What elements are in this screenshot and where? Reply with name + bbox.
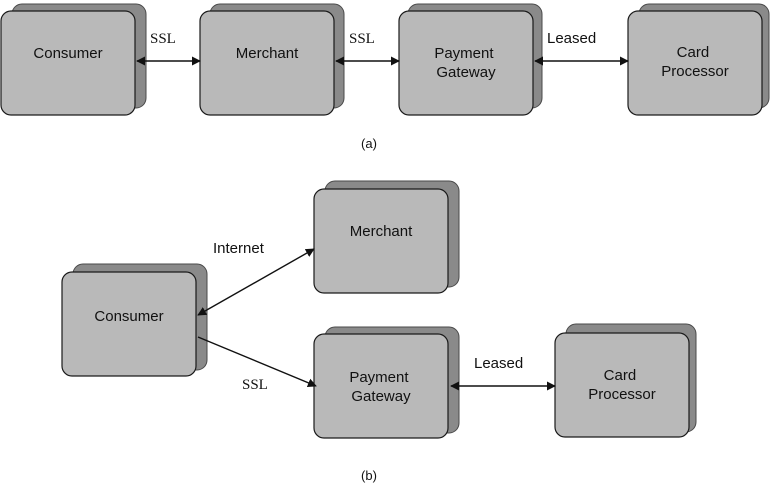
node-b-merchant: Merchant [313,180,460,294]
node-a-processor-label: Card Processor [661,44,729,80]
link-b-consumer-gateway-label: SSL [242,377,268,393]
node-a-consumer-label: Consumer [33,45,102,62]
node-b-processor-label: Card Processor [588,367,656,403]
node-a-processor: Card Processor [627,3,770,116]
node-b-consumer: Consumer [61,263,208,377]
node-a-merchant: Merchant [199,3,345,116]
link-b-gateway-processor-label: Leased [474,355,523,372]
caption-a: (a) [361,136,377,151]
link-b-consumer-gateway [197,336,317,388]
diagram-a: Consumer Merchant Payment Gateway Card [0,3,770,151]
caption-b: (b) [361,468,377,483]
link-b-consumer-merchant-label: Internet [213,240,265,257]
link-a-merchant-gateway-label: SSL [349,31,375,47]
node-b-merchant-label: Merchant [350,223,413,240]
node-b-processor: Card Processor [554,323,697,438]
node-a-merchant-label: Merchant [236,45,299,62]
node-b-gateway: Payment Gateway [313,326,460,439]
link-a-consumer-merchant-label: SSL [150,31,176,47]
node-a-consumer: Consumer [0,3,147,116]
node-a-gateway: Payment Gateway [398,3,543,116]
node-b-gateway-label: Payment Gateway [349,369,412,405]
link-b-consumer-merchant [197,248,315,316]
node-a-gateway-label: Payment Gateway [434,45,497,81]
link-a-gateway-processor-label: Leased [547,30,596,47]
diagram-b: Merchant Consumer Payment Gateway Card [61,180,697,483]
node-b-consumer-label: Consumer [94,308,163,325]
